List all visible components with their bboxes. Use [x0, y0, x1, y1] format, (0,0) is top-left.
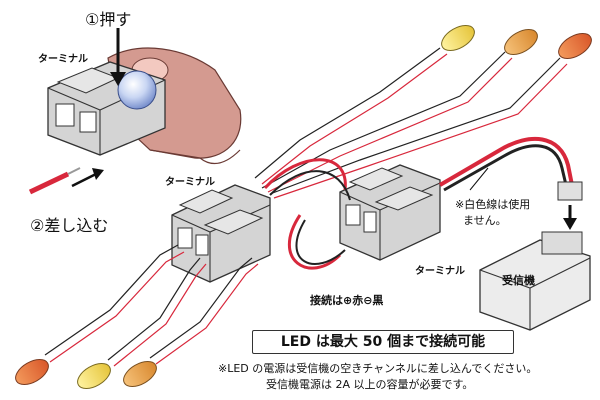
terminal-label-center: ターミナル: [165, 177, 215, 188]
receiver-lead: [438, 136, 583, 230]
led-wires-bottom: [44, 244, 259, 367]
connection-note: 接続は⊕赤⊖黒: [310, 294, 384, 307]
footnote-line2: 受信機電源は 2A 以上の容量が必要です。: [266, 378, 474, 391]
step2-label: ②差し込む: [30, 216, 109, 235]
led-bottom-orange: [15, 359, 49, 385]
step1-label: ①押す: [85, 10, 132, 29]
white-wire-note-line2: ません。: [463, 214, 507, 227]
receiver-box: [479, 231, 591, 331]
max-led-banner: LED は最大 50 個まで接続可能: [252, 330, 514, 354]
insert-wire-red: [28, 167, 81, 195]
footnote-line1: ※LED の電源は受信機の空きチャンネルに差し込んでください。: [218, 362, 538, 375]
push-arrow-icon: [110, 28, 126, 86]
insert-arrow-icon: [71, 168, 104, 188]
led-top-amber: [504, 29, 538, 55]
terminal-label-right: ターミナル: [415, 266, 465, 277]
led-bottom-yellow: [77, 363, 111, 389]
terminal-center: [171, 184, 271, 283]
white-wire-note-line1: ※白色線は使用: [455, 198, 531, 211]
led-top-orange: [558, 33, 592, 59]
led-wires-top: [254, 47, 568, 199]
terminal-right: [339, 164, 441, 261]
terminal-label-top: ターミナル: [38, 54, 88, 65]
note-leader: [469, 167, 489, 191]
led-bottom-amber: [123, 361, 157, 387]
led-top-yellow: [441, 25, 475, 51]
push-button-ball: [117, 70, 157, 110]
receiver-label: 受信機: [502, 274, 535, 287]
bridge-wires: [263, 158, 351, 270]
